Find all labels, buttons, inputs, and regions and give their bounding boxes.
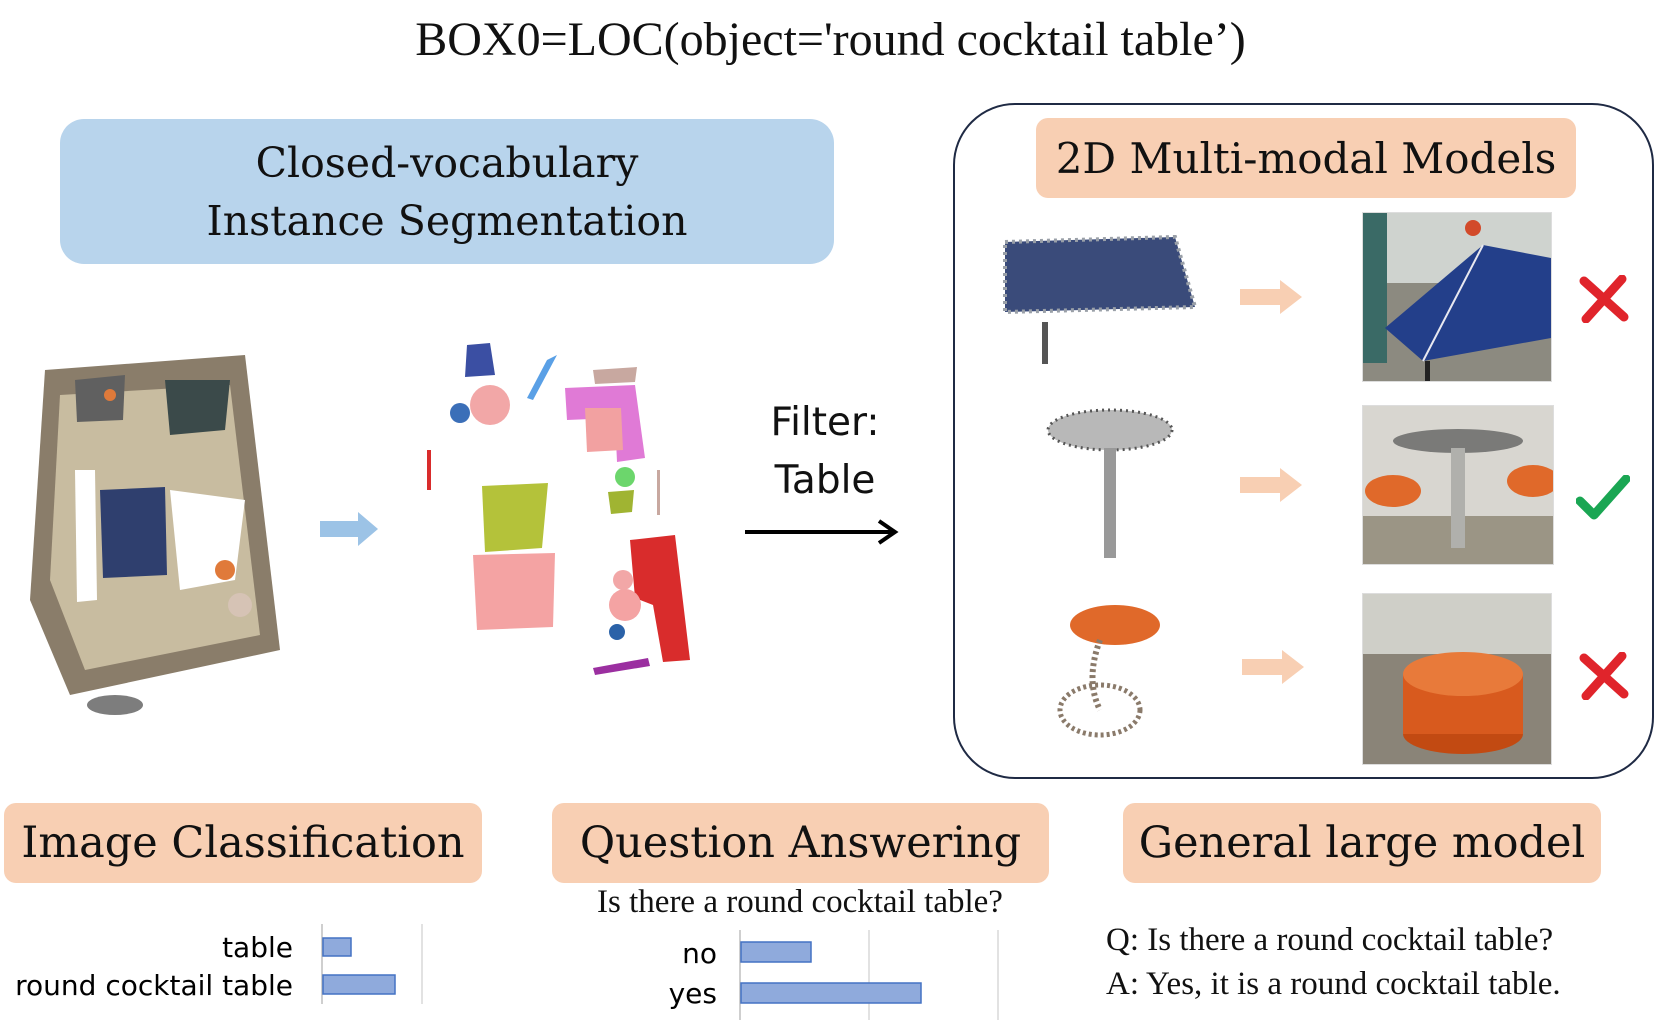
pc-tabletop-edge xyxy=(1003,234,1198,315)
segment-small-blue xyxy=(450,403,470,423)
scene-pingpong-table xyxy=(100,487,167,578)
segment-thin-beige xyxy=(657,470,660,515)
photo1-line xyxy=(1422,244,1484,362)
segment-green xyxy=(615,467,635,487)
ping-pong-table-photo xyxy=(1362,212,1552,382)
segment-pink-3 xyxy=(613,570,633,590)
scene-cabinet xyxy=(165,380,230,435)
round-cocktail-table-photo xyxy=(1362,405,1554,565)
round-table-pointcloud xyxy=(1046,408,1174,558)
pc-stool-stem xyxy=(1089,638,1103,712)
ic-bar-round xyxy=(322,974,396,995)
scene-stool-2 xyxy=(104,389,116,401)
segmentation-line-1: Closed-vocabulary xyxy=(255,138,639,187)
general-model-title: General large model xyxy=(1123,803,1601,883)
qa-bar-yes xyxy=(740,982,922,1004)
photo1-door xyxy=(1363,213,1387,363)
cross-icon xyxy=(1579,275,1629,323)
scene-object xyxy=(75,375,125,422)
scene-gap xyxy=(75,470,97,602)
segmented-instances xyxy=(427,343,690,675)
image-classification-chart: table round cocktail table xyxy=(15,924,423,1004)
segment-beige xyxy=(593,367,637,384)
segment-light-blue xyxy=(527,355,557,400)
orange-arrow-icon xyxy=(1240,280,1302,314)
segment-table-pink xyxy=(473,553,555,630)
pc-pole xyxy=(1104,448,1116,558)
pc-tabletop xyxy=(1005,237,1195,312)
scene-stool xyxy=(215,560,235,580)
qa-question: Is there a round cocktail table? xyxy=(597,884,1003,920)
photo2-tabletop xyxy=(1393,429,1523,453)
filter-arrow-icon xyxy=(745,519,899,545)
photo1-extinguisher xyxy=(1465,220,1481,236)
ic-label-table: table xyxy=(222,931,293,964)
orange-arrow-icon-3 xyxy=(1242,650,1304,684)
check-icon xyxy=(1576,475,1630,520)
photo2-stool-right xyxy=(1507,465,1553,497)
question-answering-title: Question Answering xyxy=(552,803,1049,883)
photo1-table xyxy=(1385,245,1551,361)
pc-stool-base xyxy=(1057,682,1143,738)
scene-pointcloud xyxy=(30,355,280,715)
pc-stool-seat xyxy=(1070,605,1160,645)
image-classification-title: Image Classification xyxy=(4,803,482,883)
general-model-answer: A: Yes, it is a round cocktail table. xyxy=(1106,966,1561,1002)
segment-olive xyxy=(482,483,548,552)
qa-bar-no xyxy=(740,941,812,963)
segment-salmon xyxy=(585,408,623,452)
scene-round-table xyxy=(228,593,252,617)
ping-pong-table-pointcloud xyxy=(1003,234,1198,364)
segment-blue-2 xyxy=(609,624,625,640)
pc-round-top xyxy=(1048,410,1172,450)
filter-line-1: Filter: xyxy=(770,400,880,445)
filter-line-2: Table xyxy=(774,458,876,503)
cross-icon-2 xyxy=(1579,652,1629,700)
filter-label: Filter: Table xyxy=(740,394,910,510)
photo3-wall xyxy=(1363,594,1551,654)
segment-purple xyxy=(593,658,650,675)
photo1-leg xyxy=(1425,361,1430,381)
segment-red xyxy=(630,535,690,662)
scene-debris xyxy=(87,695,143,715)
scene-gap-2 xyxy=(170,490,245,590)
photo2-stool-left xyxy=(1365,475,1421,507)
general-model-qa: Q: Is there a round cocktail table? A: Y… xyxy=(1106,918,1646,1006)
photo2-pole xyxy=(1451,448,1465,548)
qa-label-no: no xyxy=(682,937,717,970)
segment-blue xyxy=(465,343,495,377)
pc-leg xyxy=(1042,322,1048,364)
blue-arrow-icon xyxy=(320,512,378,546)
program-line: BOX0=LOC(object='round cocktail table’) xyxy=(415,13,1246,66)
qa-label-yes: yes xyxy=(669,977,717,1010)
photo3-seat-top xyxy=(1403,652,1523,696)
segment-yellow-green xyxy=(608,490,634,514)
segmentation-label: Closed-vocabulary Instance Segmentation xyxy=(60,119,834,264)
orange-stool-photo xyxy=(1362,593,1552,765)
stool-pointcloud xyxy=(1057,605,1160,738)
question-answering-chart: no yes xyxy=(669,930,999,1020)
segment-magenta xyxy=(565,385,645,462)
multimodal-title: 2D Multi-modal Models xyxy=(1036,118,1576,198)
general-model-question: Q: Is there a round cocktail table? xyxy=(1106,922,1554,958)
segment-pink-round xyxy=(470,385,510,425)
segment-pink-2 xyxy=(609,589,641,621)
orange-arrow-icon-2 xyxy=(1240,468,1302,502)
segmentation-line-2: Instance Segmentation xyxy=(206,196,688,245)
ic-label-round: round cocktail table xyxy=(15,969,293,1002)
ic-bar-table xyxy=(322,937,352,957)
pc-round-top-edge xyxy=(1046,408,1174,452)
segment-red-thin xyxy=(427,450,431,490)
